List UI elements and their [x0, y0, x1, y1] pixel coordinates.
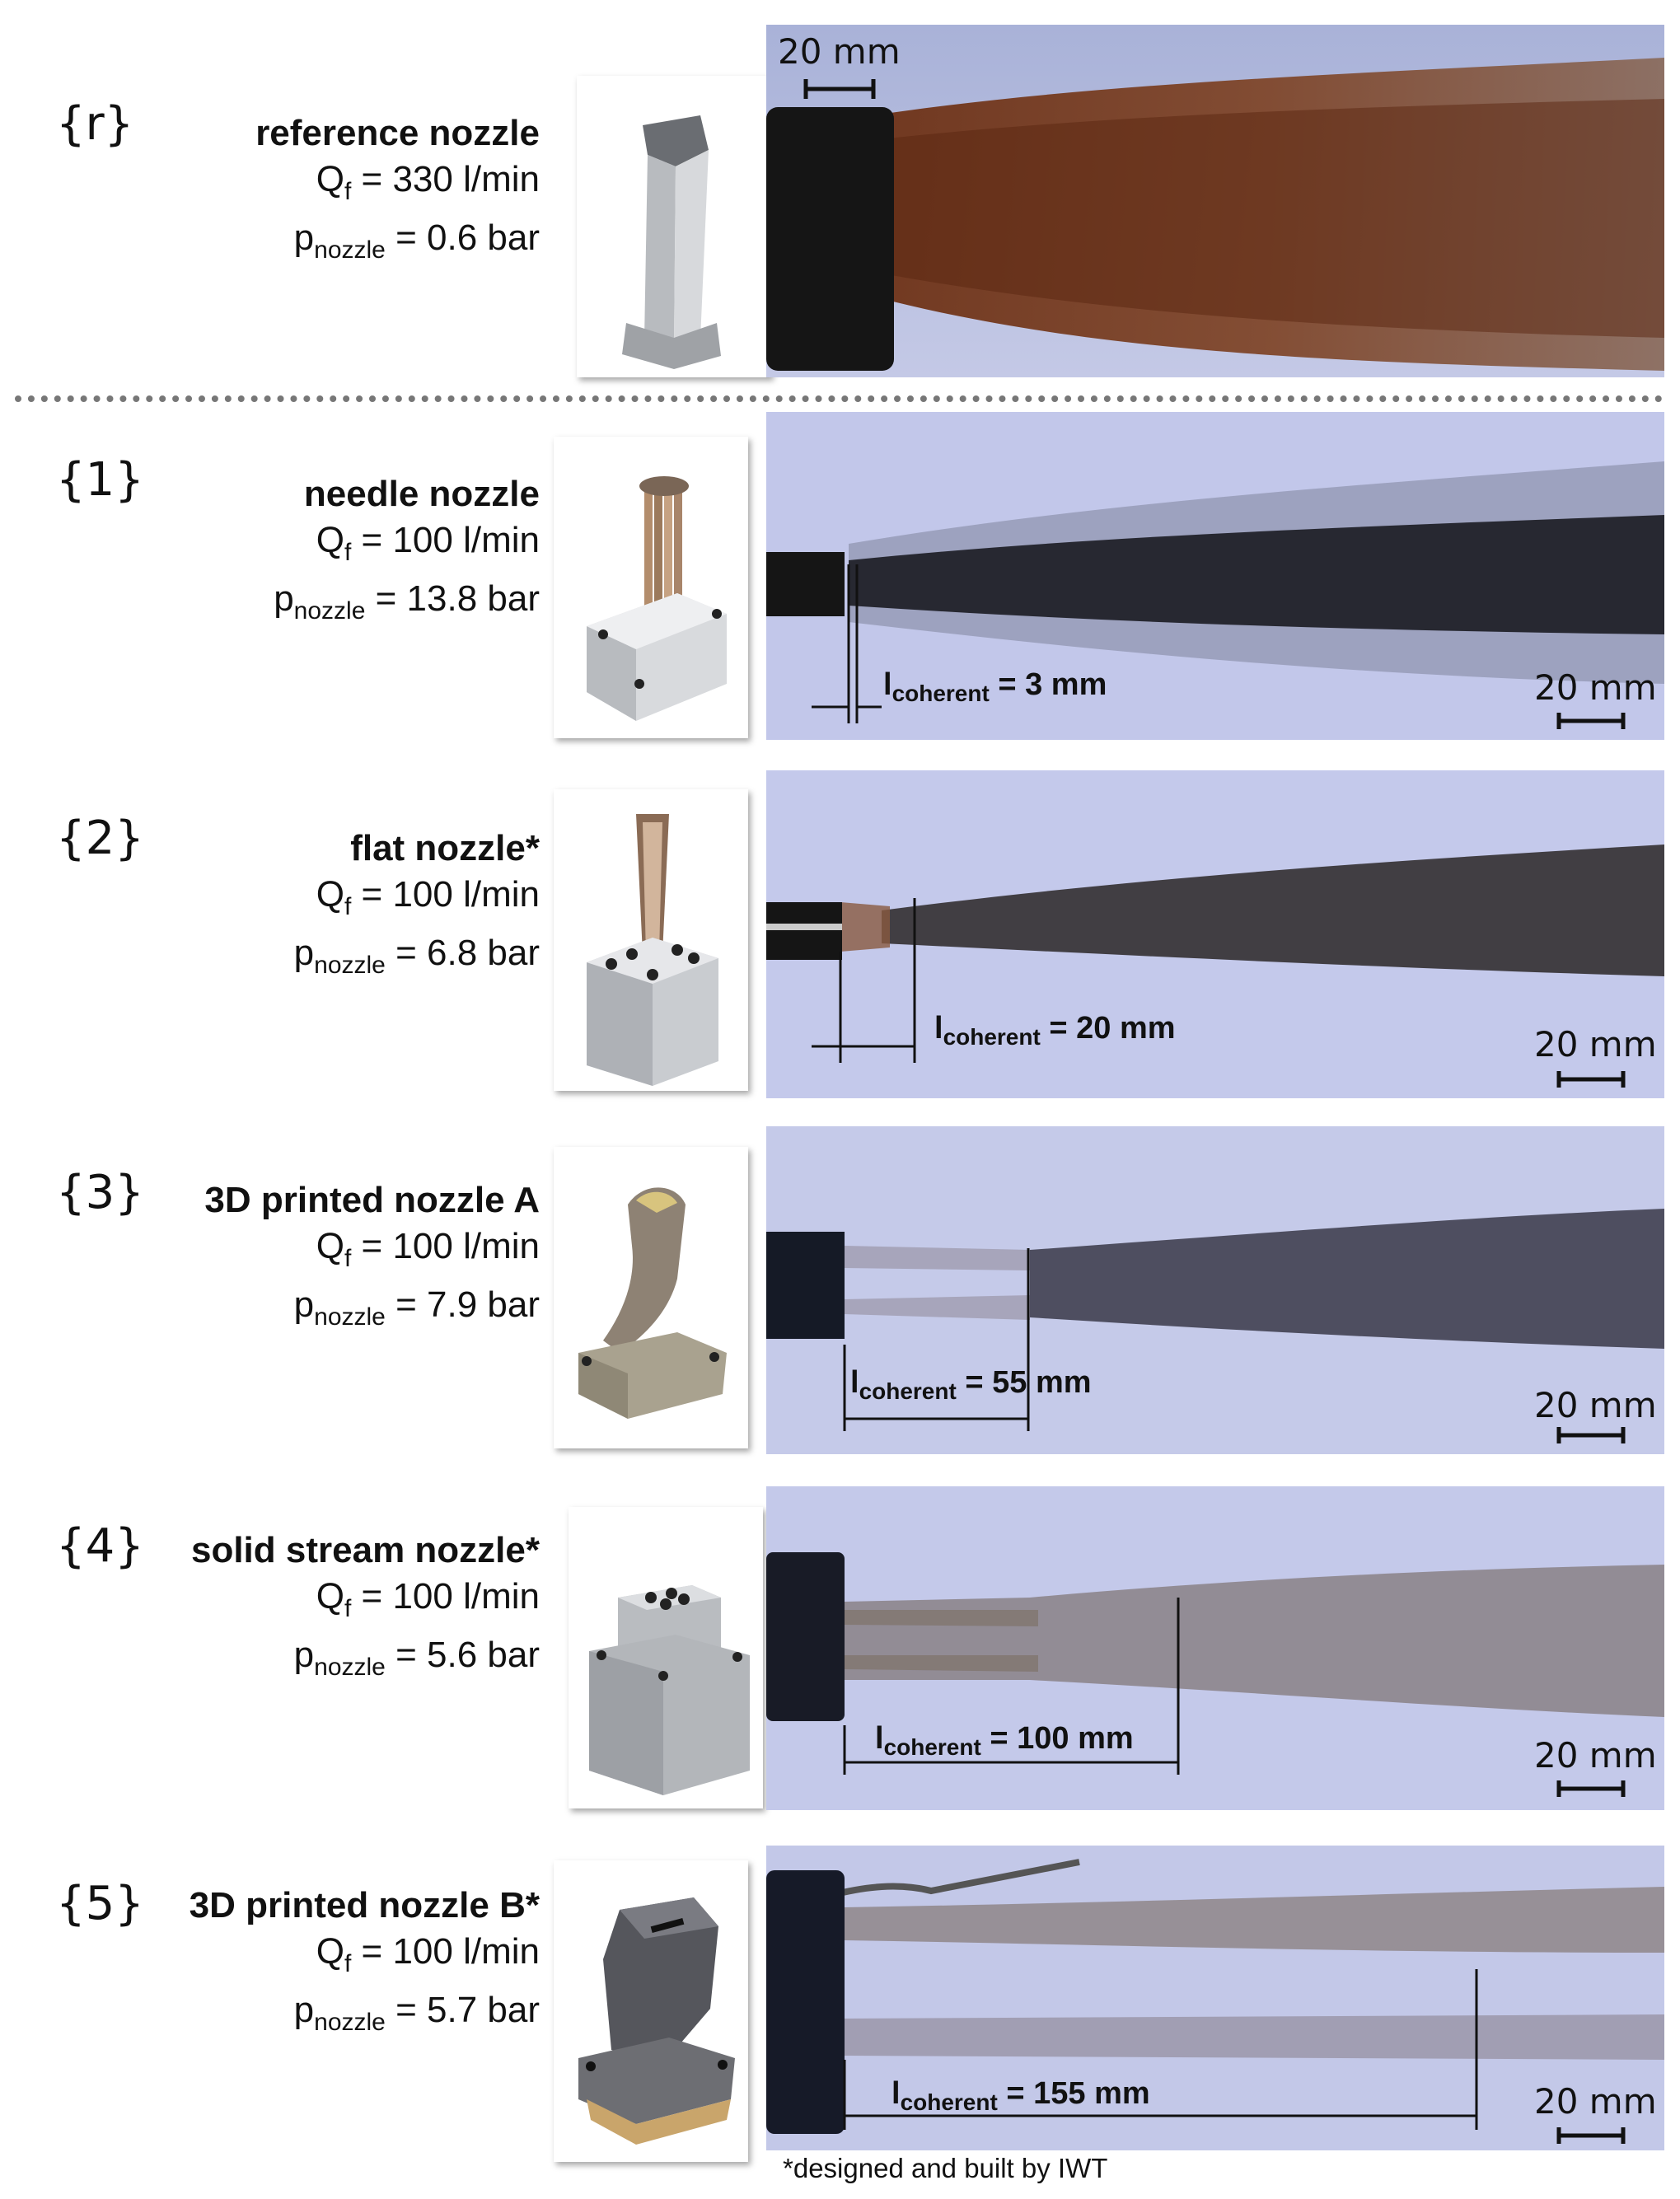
spray-image: lcoherent = 3 mm 20 mm — [766, 412, 1664, 740]
nozzle-name: flat nozzle* — [350, 828, 540, 868]
nozzle-parameters: 3D printed nozzle B* Qf = 100 l/min pnoz… — [190, 1883, 540, 2046]
flow-rate: Qf = 330 l/min — [316, 159, 540, 205]
scale-bar-label: 20 mm — [1534, 1735, 1657, 1776]
scale-bar-label: 20 mm — [1534, 2081, 1657, 2122]
nozzle-parameters: solid stream nozzle* Qf = 100 l/min pnoz… — [191, 1528, 540, 1691]
row-id: {4} — [56, 1519, 144, 1573]
spray-image: lcoherent = 155 mm 20 mm — [766, 1846, 1664, 2150]
coherent-length-label: lcoherent = 3 mm — [883, 667, 1107, 706]
row-id: {1} — [56, 453, 144, 507]
flow-rate: Qf = 100 l/min — [316, 1226, 540, 1272]
spray-image: lcoherent = 20 mm 20 mm — [766, 770, 1664, 1098]
nozzle-parameters: needle nozzle Qf = 100 l/min pnozzle = 1… — [274, 471, 540, 634]
coherent-length-label: lcoherent = 100 mm — [875, 1721, 1134, 1760]
coherent-length-label: lcoherent = 55 mm — [850, 1365, 1092, 1404]
row-id: {5} — [56, 1877, 144, 1930]
nozzle-photo — [554, 1860, 748, 2162]
flow-rate: Qf = 100 l/min — [316, 1576, 540, 1622]
spray-image: 20 mm — [766, 25, 1664, 377]
scale-bar-label: 20 mm — [1534, 1385, 1657, 1425]
row-id: {r} — [56, 97, 134, 151]
nozzle-photo — [577, 76, 771, 377]
nozzle-parameters: 3D printed nozzle A Qf = 100 l/min pnozz… — [204, 1177, 540, 1340]
nozzle-pressure: pnozzle = 13.8 bar — [274, 578, 540, 625]
scale-bar-label: 20 mm — [778, 31, 901, 72]
scale-bar-label: 20 mm — [1534, 1024, 1657, 1064]
coherent-length-label: lcoherent = 20 mm — [934, 1011, 1176, 1050]
flow-rate: Qf = 100 l/min — [316, 874, 540, 920]
nozzle-name: solid stream nozzle* — [190, 1530, 540, 1570]
nozzle-name: 3D printed nozzle A — [204, 1180, 540, 1220]
nozzle-pressure: pnozzle = 7.9 bar — [293, 1284, 540, 1331]
nozzle-name: 3D printed nozzle B* — [189, 1885, 540, 1925]
row-id: {2} — [56, 812, 144, 865]
spray-image: lcoherent = 55 mm 20 mm — [766, 1126, 1664, 1454]
nozzle-parameters: reference nozzle Qf = 330 l/min pnozzle … — [255, 110, 540, 274]
nozzle-pressure: pnozzle = 5.6 bar — [293, 1635, 540, 1681]
flow-rate: Qf = 100 l/min — [316, 1931, 540, 1977]
nozzle-name: reference nozzle — [255, 113, 540, 153]
section-divider — [15, 395, 1663, 402]
flow-rate: Qf = 100 l/min — [316, 520, 540, 566]
nozzle-pressure: pnozzle = 5.7 bar — [293, 1990, 540, 2036]
footnote: *designed and built by IWT — [783, 2153, 1108, 2183]
nozzle-name: needle nozzle — [303, 474, 540, 514]
nozzle-photo — [554, 1147, 748, 1448]
nozzle-parameters: flat nozzle* Qf = 100 l/min pnozzle = 6.… — [294, 826, 540, 989]
nozzle-photo — [554, 789, 748, 1091]
nozzle-pressure: pnozzle = 6.8 bar — [293, 933, 540, 979]
row-id: {3} — [56, 1166, 144, 1219]
nozzle-photo — [554, 437, 748, 738]
nozzle-photo — [569, 1507, 763, 1808]
spray-image: lcoherent = 100 mm 20 mm — [766, 1486, 1664, 1810]
scale-bar-label: 20 mm — [1534, 667, 1657, 708]
nozzle-pressure: pnozzle = 0.6 bar — [293, 218, 540, 264]
coherent-length-label: lcoherent = 155 mm — [891, 2076, 1150, 2115]
